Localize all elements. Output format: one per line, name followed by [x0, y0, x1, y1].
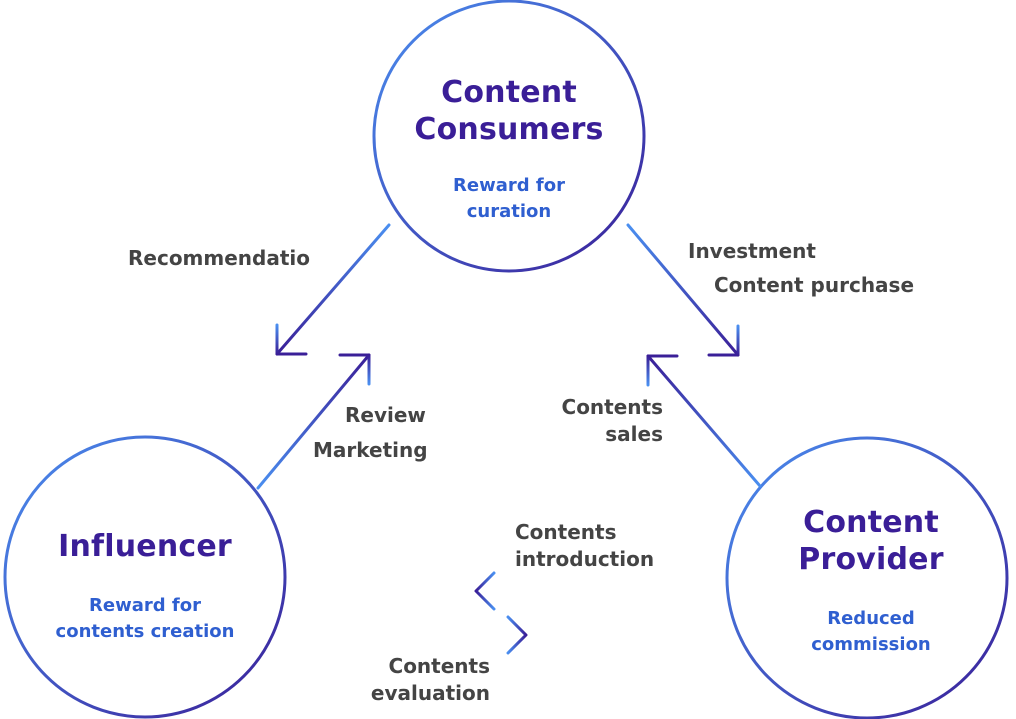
influencer-subtitle: Reward for contents creation: [55, 595, 235, 642]
contents-introduction-arrow: [474, 571, 729, 611]
content-purchase-label: Content purchase: [714, 273, 915, 297]
investment-label: Investment: [688, 239, 816, 263]
recommendation-arrow: [275, 223, 391, 356]
consumers-title: Content Consumers: [414, 75, 604, 147]
provider-circle: [725, 436, 1009, 719]
investment-arrow: [626, 223, 740, 357]
review-arrow: [256, 353, 371, 490]
marketing-label: Marketing: [313, 438, 428, 462]
recommendation-label: Recommendatio: [128, 246, 311, 270]
provider-subtitle: Reduced commission: [811, 608, 931, 655]
influencer-title: Influencer: [58, 529, 232, 564]
contents-sales-label: Contents sales: [561, 395, 663, 446]
review-label: Review: [345, 403, 426, 427]
contents-sales-arrow: [646, 354, 762, 488]
contents-evaluation-arrow: [274, 615, 528, 655]
consumers-subtitle: Reward for curation: [453, 175, 565, 222]
influencer-circle: [3, 435, 287, 719]
consumers-circle: [372, 0, 646, 273]
provider-title: Content Provider: [798, 505, 944, 577]
contents-introduction-label: Contents introduction: [515, 520, 655, 571]
contents-evaluation-label: Contents evaluation: [370, 654, 490, 705]
